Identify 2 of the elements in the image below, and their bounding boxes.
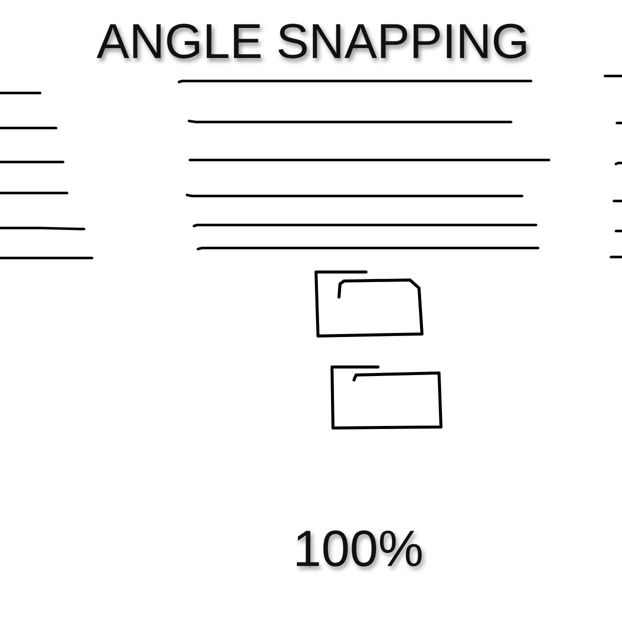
title: ANGLE SNAPPING xyxy=(96,14,530,70)
percentage-label: 100% xyxy=(293,520,424,578)
